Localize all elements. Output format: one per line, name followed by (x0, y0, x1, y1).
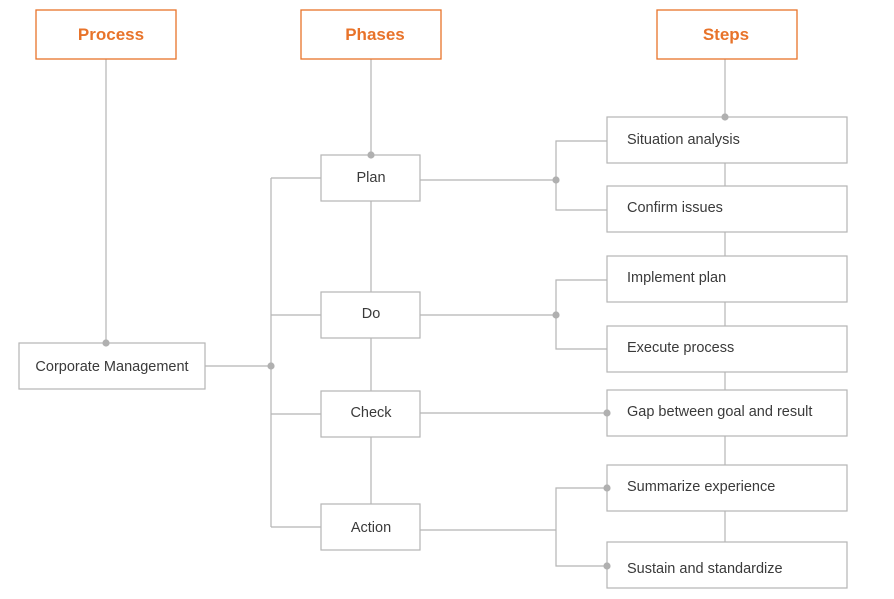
dot-steps-top (721, 113, 729, 121)
header-steps-label: Steps (703, 25, 749, 44)
dot-plan-top (367, 151, 375, 159)
dot-gap-step (603, 409, 611, 417)
node-corporate-management: Corporate Management (18, 342, 206, 390)
bracket-action-steps (555, 487, 607, 567)
connector-lines (105, 59, 726, 567)
node-step-situation-analysis: Situation analysis (606, 116, 848, 164)
header-process: Process (35, 9, 177, 60)
bracket-plan-steps (555, 140, 607, 211)
node-step-confirm-issues-label: Confirm issues (627, 200, 723, 216)
dot-root-top (102, 339, 110, 347)
node-step-situation-analysis-label: Situation analysis (627, 132, 740, 148)
dot-sustain-step (603, 562, 611, 570)
bracket-do-steps (555, 279, 607, 350)
node-step-implement-plan-label: Implement plan (627, 270, 726, 286)
header-phases-label: Phases (345, 25, 405, 44)
node-step-implement-plan: Implement plan (606, 255, 848, 303)
node-phase-do-label: Do (362, 306, 381, 322)
node-corporate-management-label: Corporate Management (35, 359, 188, 375)
header-process-label: Process (78, 25, 144, 44)
junction-dots (102, 113, 729, 570)
node-phase-plan: Plan (320, 154, 421, 202)
node-step-summarize-experience-label: Summarize experience (627, 479, 775, 495)
dot-phase-trunk (267, 362, 275, 370)
node-step-summarize-experience: Summarize experience (606, 464, 848, 512)
header-steps: Steps (656, 9, 798, 60)
node-step-sustain-standardize-label: Sustain and standardize (627, 561, 783, 577)
dot-plan-bracket (552, 176, 560, 184)
node-step-confirm-issues: Confirm issues (606, 185, 848, 233)
node-phase-check-label: Check (350, 405, 392, 421)
node-phase-action: Action (320, 503, 421, 551)
node-phase-plan-label: Plan (356, 170, 385, 186)
dot-summarize-step (603, 484, 611, 492)
dot-do-bracket (552, 311, 560, 319)
node-phase-check: Check (320, 390, 421, 438)
node-step-gap-goal-result: Gap between goal and result (606, 389, 848, 437)
node-step-execute-process-label: Execute process (627, 340, 734, 356)
node-step-execute-process: Execute process (606, 325, 848, 373)
header-phases: Phases (300, 9, 442, 60)
node-phase-do: Do (320, 291, 421, 339)
node-step-gap-goal-result-label: Gap between goal and result (627, 404, 812, 420)
node-step-sustain-standardize: Sustain and standardize (606, 541, 848, 589)
node-phase-action-label: Action (351, 520, 391, 536)
